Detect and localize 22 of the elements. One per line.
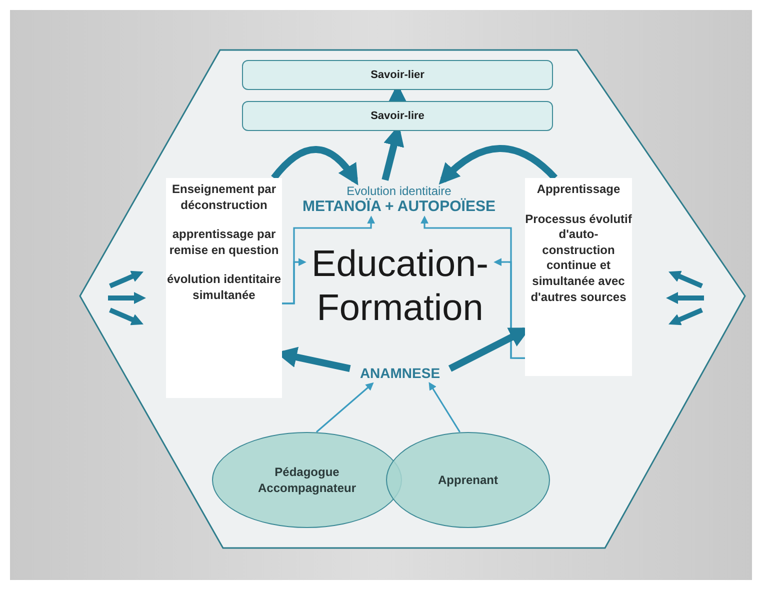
paragraph-text: Apprentissage xyxy=(536,182,620,198)
paragraph-text: Processus évolutif d'auto-construction continue et simultanée avec d'autres sources xyxy=(525,212,632,306)
label-text: Apprenant xyxy=(438,472,498,488)
arrow xyxy=(282,216,376,304)
arrow xyxy=(271,146,358,186)
arrow xyxy=(316,382,374,433)
subtitle-text: Evolution identitaire xyxy=(346,184,452,198)
text-panel xyxy=(166,178,282,398)
text-panel xyxy=(525,178,632,376)
label-text: Savoir-lier xyxy=(370,69,424,81)
label-text: Savoir-lire xyxy=(370,110,424,122)
label-text: Pédagogue Accompagnateur xyxy=(256,464,358,496)
paragraph-text: apprentissage par remise en question xyxy=(168,227,280,258)
center-title: Education-Formation xyxy=(304,240,496,332)
arrow xyxy=(428,382,460,432)
title-text: METANOÏA + AUTOPOÏESE xyxy=(302,198,496,214)
paragraph-text: Enseignement par déconstruction xyxy=(170,182,278,214)
paragraph-text: évolution identitaire simultanée xyxy=(166,272,282,304)
arrow xyxy=(420,216,526,359)
level-box xyxy=(242,101,553,131)
anamnese-label: ANAMNESE xyxy=(350,362,450,384)
level-box xyxy=(242,60,553,90)
